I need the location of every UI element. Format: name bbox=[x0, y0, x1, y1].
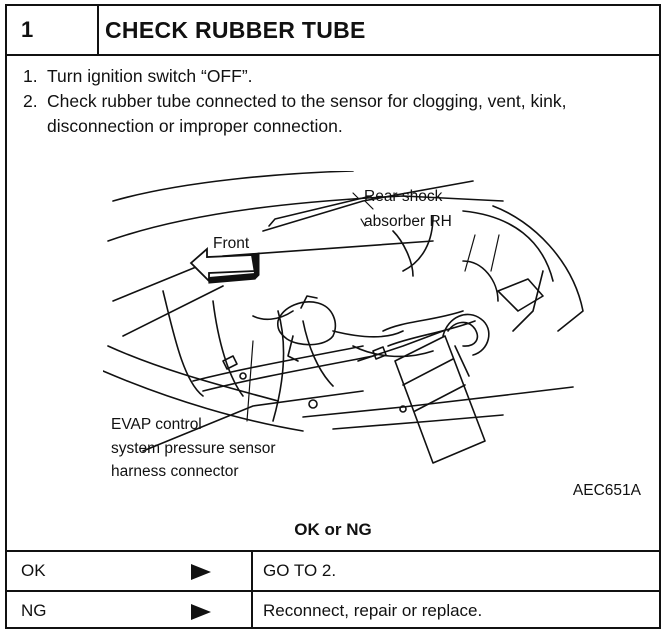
rear-shock-label: Rear shock bbox=[364, 188, 443, 205]
step-number: 1 bbox=[7, 6, 99, 54]
instruction-text: Turn ignition switch “OFF”. bbox=[47, 66, 253, 86]
result-table: OK GO TO 2. NG Reconnect, repair or repl… bbox=[7, 550, 659, 629]
instruction-text: Check rubber tube connected to the senso… bbox=[47, 91, 567, 136]
front-arrow-icon bbox=[189, 247, 260, 284]
instruction-item: 2. Check rubber tube connected to the se… bbox=[23, 89, 643, 139]
arrow-right-icon bbox=[191, 604, 211, 620]
result-action: GO TO 2. bbox=[263, 561, 337, 580]
result-action: Reconnect, repair or replace. bbox=[263, 601, 483, 620]
rear-shock-label: absorber RH bbox=[364, 213, 452, 230]
front-label: Front bbox=[213, 235, 250, 252]
instruction-item: 1. Turn ignition switch “OFF”. bbox=[23, 64, 643, 89]
figure-code: AEC651A bbox=[572, 482, 641, 499]
evap-sensor-label: EVAP control bbox=[111, 416, 202, 433]
evap-sensor-label: harness connector bbox=[111, 463, 239, 480]
result-status: OK bbox=[21, 561, 46, 580]
result-row: NG Reconnect, repair or replace. bbox=[7, 592, 659, 630]
step-header: 1 CHECK RUBBER TUBE bbox=[7, 6, 659, 56]
illustration-drawing bbox=[102, 170, 584, 464]
evap-sensor-label: system pressure sensor bbox=[111, 440, 276, 457]
procedure-frame: 1 CHECK RUBBER TUBE 1. Turn ignition swi… bbox=[5, 4, 661, 629]
instruction-number: 2. bbox=[23, 91, 38, 111]
instruction-list: 1. Turn ignition switch “OFF”. 2. Check … bbox=[23, 64, 643, 139]
step-title: CHECK RUBBER TUBE bbox=[105, 17, 366, 43]
result-row: OK GO TO 2. bbox=[7, 552, 659, 592]
table-divider bbox=[251, 552, 253, 629]
instruction-number: 1. bbox=[23, 66, 38, 86]
result-heading: OK or NG bbox=[294, 520, 372, 539]
arrow-right-icon bbox=[191, 564, 211, 580]
rubber-tube-illustration: Front Rear shock absorber RH EVAP contro… bbox=[102, 170, 663, 511]
result-status: NG bbox=[21, 601, 47, 620]
